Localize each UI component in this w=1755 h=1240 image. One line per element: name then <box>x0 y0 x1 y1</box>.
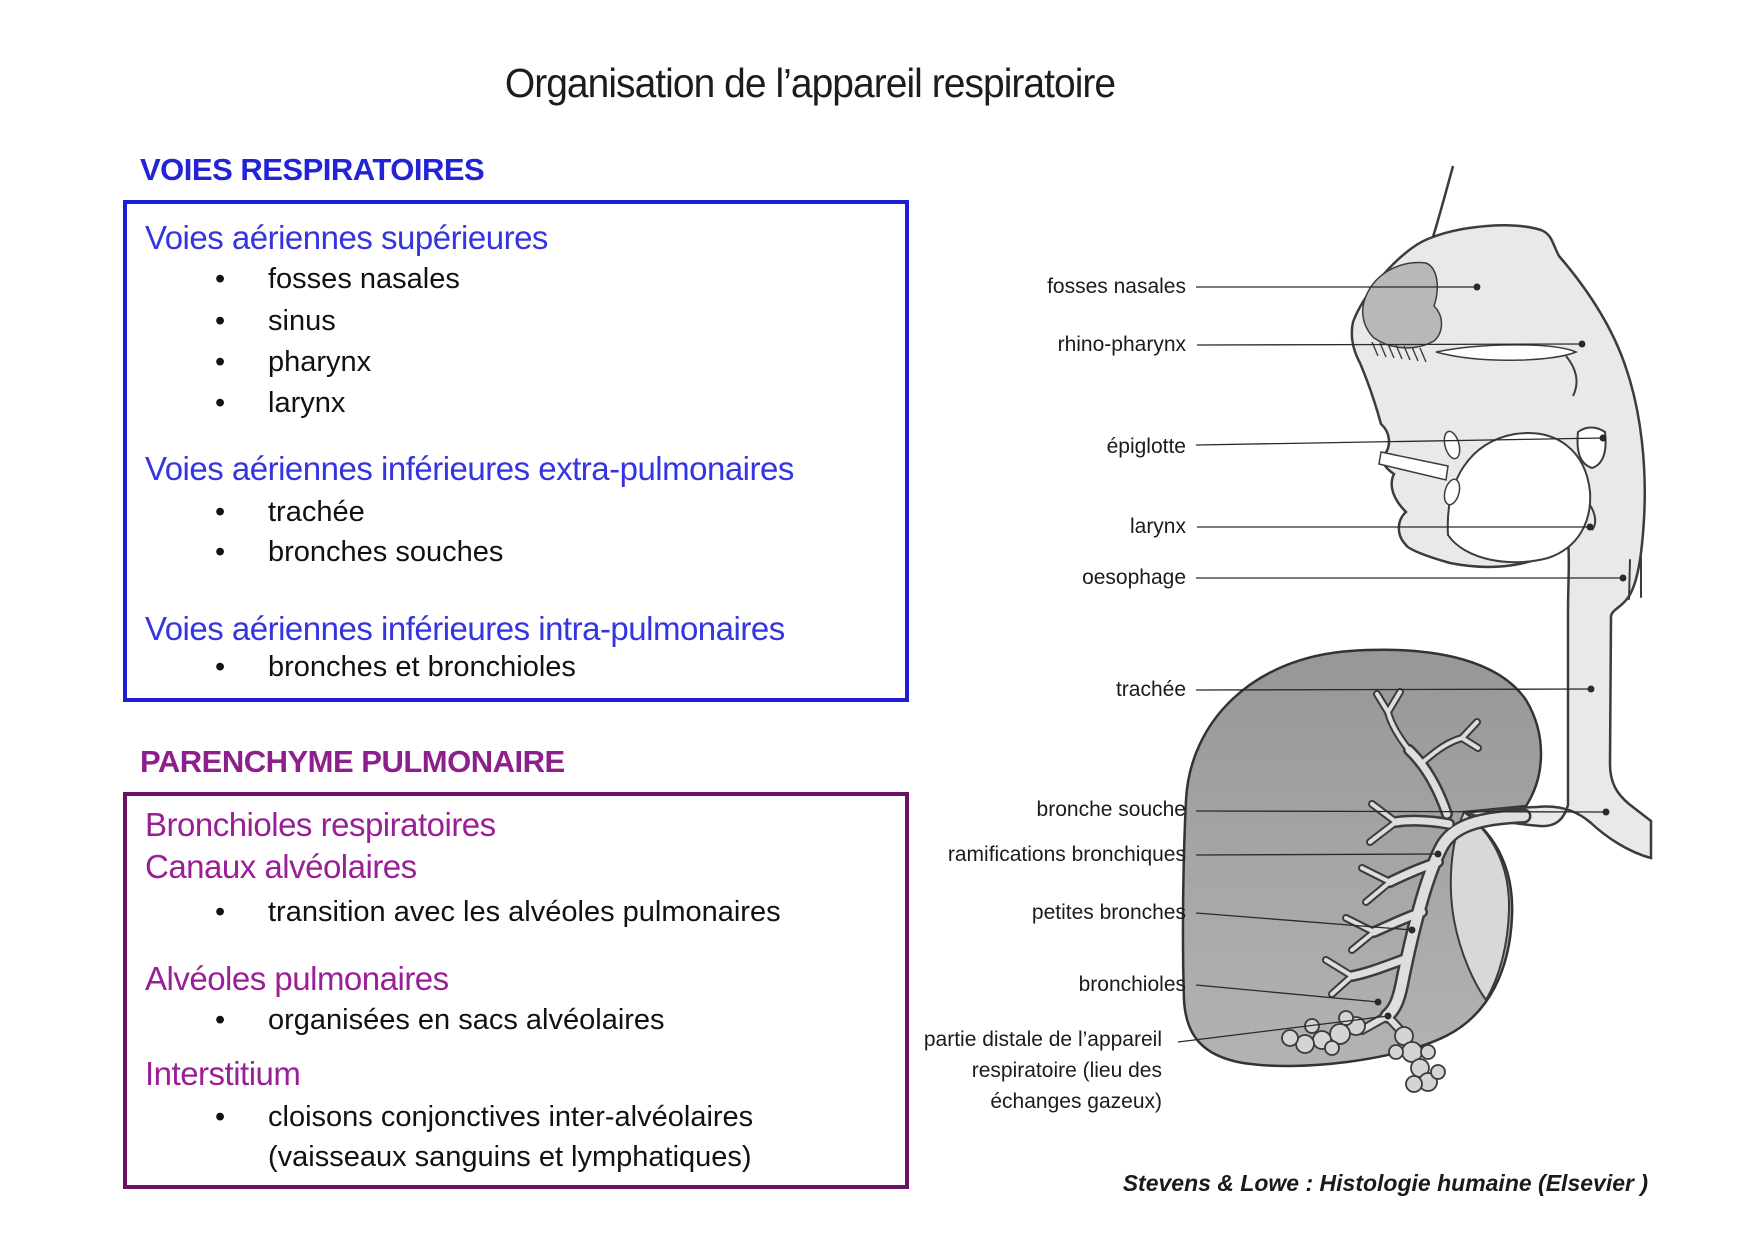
group-alveoles-pulmonaires: Alvéoles pulmonaires <box>145 960 449 997</box>
list-item: trachée <box>215 496 365 529</box>
parenchyme-heading: PARENCHYME PULMONAIRE <box>140 744 565 779</box>
parenchyme-box <box>123 792 909 1189</box>
diagram-label-petites-bronches: petites bronches <box>1031 901 1186 924</box>
group-interstitium: Interstitium <box>145 1055 301 1092</box>
bronchial-tree-core <box>1324 690 1529 1037</box>
mouth-slit <box>1378 451 1449 481</box>
source-credit: Stevens & Lowe : Histologie humaine (Els… <box>1122 1170 1648 1196</box>
diagram-label-ramifications-bronchiques: ramifications bronchiques <box>947 843 1186 866</box>
list-item: bronches souches <box>215 536 503 569</box>
diagram-label-fosses-nasales: fosses nasales <box>1047 275 1186 298</box>
voies-box <box>123 200 909 702</box>
list-item: transition avec les alvéoles pulmonaires <box>215 896 781 929</box>
nasal-cavity <box>1361 261 1443 349</box>
group-voies-extra-pulmonaires: Voies aériennes inférieures extra-pulmon… <box>145 450 794 487</box>
voies-heading: VOIES RESPIRATOIRES <box>140 152 485 187</box>
forehead-line <box>1431 165 1455 238</box>
diagram-label-epiglotte: épiglotte <box>1106 435 1186 458</box>
group-canaux-alveolaires: Canaux alvéolaires <box>145 848 417 885</box>
lower-tooth <box>1443 478 1461 506</box>
diagram-label-partie-distale: partie distale de l’appareil respiratoir… <box>923 1028 1162 1113</box>
list-item: sinus <box>215 305 336 338</box>
group-bronchioles-respiratoires: Bronchioles respiratoires <box>145 806 496 843</box>
diagram-label-oesophage: oesophage <box>1082 566 1186 589</box>
list-item: cloisons conjonctives inter-alvéolaires <box>215 1101 753 1134</box>
diagram-label-bronche-souche: bronche souche <box>1036 798 1186 821</box>
list-item: organisées en sacs alvéolaires <box>215 1004 665 1037</box>
list-item: bronches et bronchioles <box>215 651 576 684</box>
lung-shape <box>1181 648 1543 1068</box>
diagram-label-bronchioles: bronchioles <box>1078 973 1186 996</box>
diagram-label-larynx: larynx <box>1129 515 1186 538</box>
palate-hatching <box>1371 341 1427 363</box>
oral-cavity <box>1446 432 1592 564</box>
oesophagus-lines <box>1628 555 1642 600</box>
group-voies-superieures: Voies aériennes supérieures <box>145 219 548 256</box>
leader-lines <box>1177 283 1627 1043</box>
group-voies-intra-pulmonaires: Voies aériennes inférieures intra-pulmon… <box>145 610 785 647</box>
diagram-label-rhino-pharynx: rhino-pharynx <box>1057 333 1186 356</box>
uvula-line <box>1565 355 1578 397</box>
list-item-continuation: (vaisseaux sanguins et lymphatiques) <box>268 1141 752 1173</box>
list-item: larynx <box>215 387 345 420</box>
list-item: fosses nasales <box>215 263 460 296</box>
slide-title: Organisation de l’appareil respiratoire <box>504 60 1116 106</box>
diagram-label-trachee: trachée <box>1115 678 1186 701</box>
hilum-wedge <box>1449 810 1511 1002</box>
soft-palate <box>1435 344 1578 361</box>
list-item: pharynx <box>215 346 371 379</box>
upper-tooth <box>1443 430 1461 460</box>
alveolar-sacs <box>1281 1010 1446 1093</box>
